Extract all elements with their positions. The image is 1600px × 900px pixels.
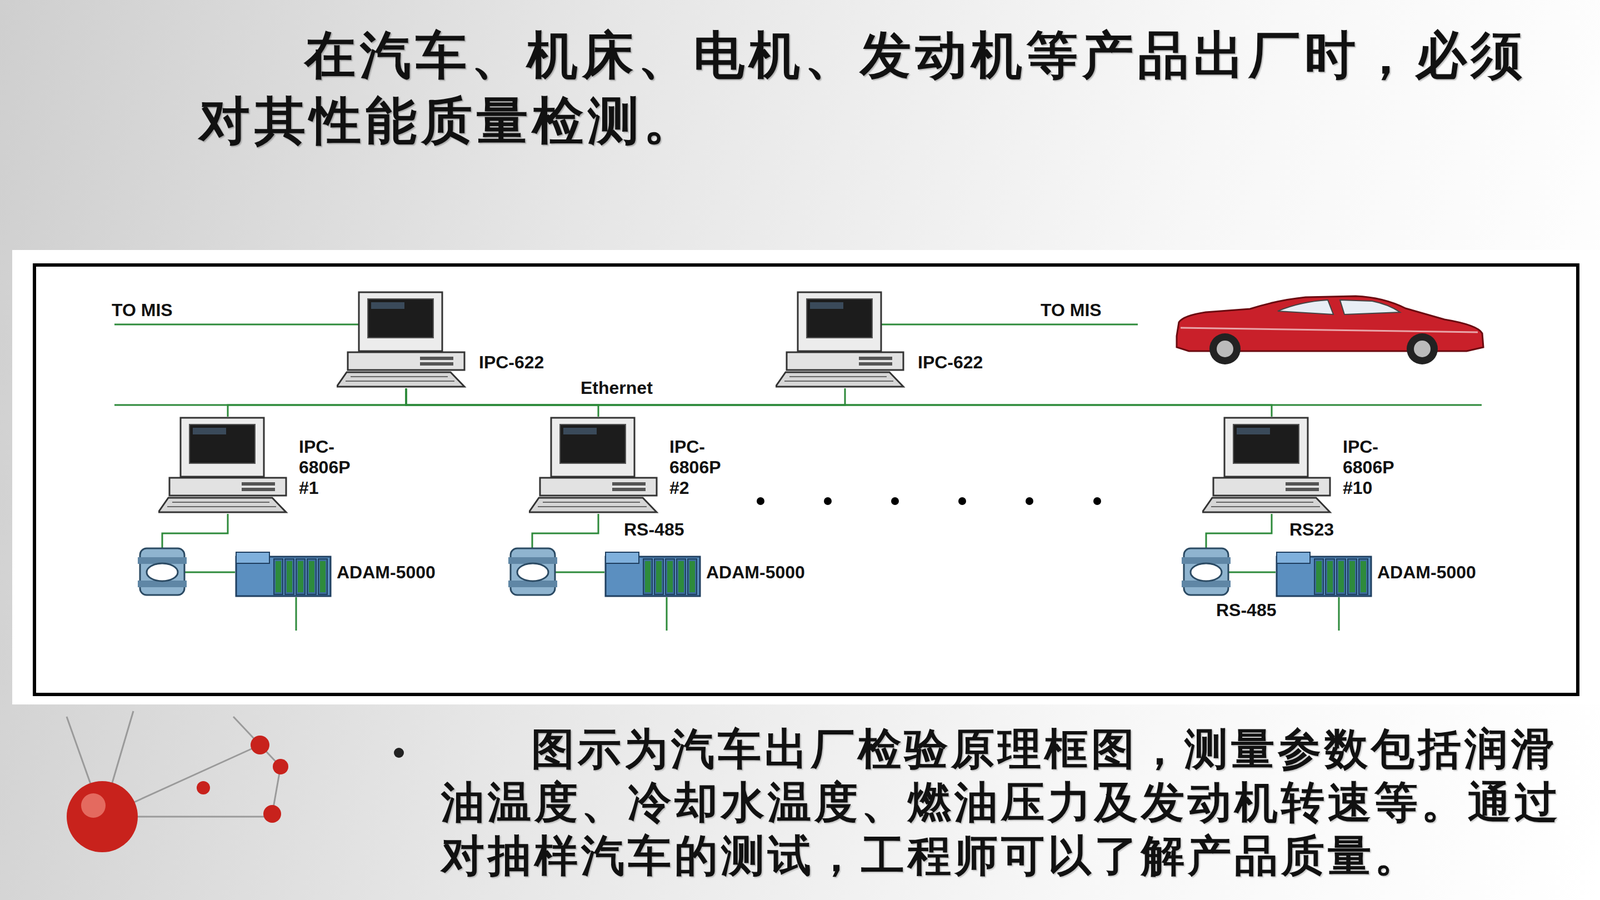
computer-icon: [158, 416, 298, 514]
wire-label: Ethernet: [578, 377, 655, 399]
computer-icon: [336, 291, 476, 389]
caption: 图示为汽车出厂检验原理框图，测量参数包括润滑油温度、冷却水温度、燃油压力及发动机…: [441, 722, 1569, 883]
node-label: ADAM-5000: [706, 562, 805, 583]
computer-icon: [1202, 416, 1342, 514]
decor-ball: [66, 781, 138, 853]
computer-node: IPC-6806P #1: [158, 416, 353, 514]
heading: 在汽车、机床、电机、发动机等产品出厂时，必须对其性能质量检测。: [198, 22, 1549, 154]
io-module-node: ADAM-5000: [235, 551, 438, 598]
io-module-node: ADAM-5000: [1275, 551, 1479, 598]
wire-label: RS23: [1287, 519, 1336, 540]
computer-node: IPC-622: [336, 291, 547, 389]
decor-ball: [196, 781, 210, 795]
panel-border: [34, 265, 1578, 695]
decor-ball: [81, 793, 106, 818]
adam-rack-icon: [1275, 551, 1373, 598]
computer-icon: [528, 416, 668, 514]
wire-label: RS-485: [1214, 600, 1279, 621]
wire-label: TO MIS: [110, 300, 175, 321]
decor-ball: [250, 735, 270, 755]
computer-node: IPC-6806P #2: [528, 416, 723, 514]
wire-label: TO MIS: [1038, 300, 1104, 321]
white-panel: [12, 250, 1600, 705]
io-module-node: ADAM-5000: [604, 551, 808, 598]
computer-icon: [775, 291, 915, 389]
car-illustration: [1176, 296, 1484, 365]
decor-ball: [272, 758, 289, 775]
node-label: IPC-622: [478, 352, 544, 373]
computer-node: IPC-6806P #10: [1202, 416, 1397, 514]
bullet: [393, 747, 404, 758]
wire-label: RS-485: [622, 519, 687, 540]
adam-rack-icon: [604, 551, 702, 598]
converter-module: [1181, 548, 1231, 595]
adam-rack-icon: [235, 551, 332, 598]
node-label: IPC-6806P #2: [669, 436, 721, 498]
network-wire: [406, 388, 1272, 417]
converter-module: [508, 548, 558, 595]
node-label: ADAM-5000: [1377, 562, 1477, 583]
converter-module: [137, 548, 187, 595]
node-label: IPC-6806P #10: [1342, 436, 1394, 498]
decor-ball: [263, 805, 282, 823]
node-label: IPC-6806P #1: [298, 436, 350, 498]
network-wire: [406, 388, 599, 417]
computer-node: IPC-622: [775, 291, 985, 389]
network-wire: [227, 388, 407, 417]
node-label: IPC-622: [917, 352, 983, 373]
ellipsis-dots: [756, 497, 1102, 505]
node-label: ADAM-5000: [336, 562, 436, 583]
wires: [114, 324, 1482, 631]
